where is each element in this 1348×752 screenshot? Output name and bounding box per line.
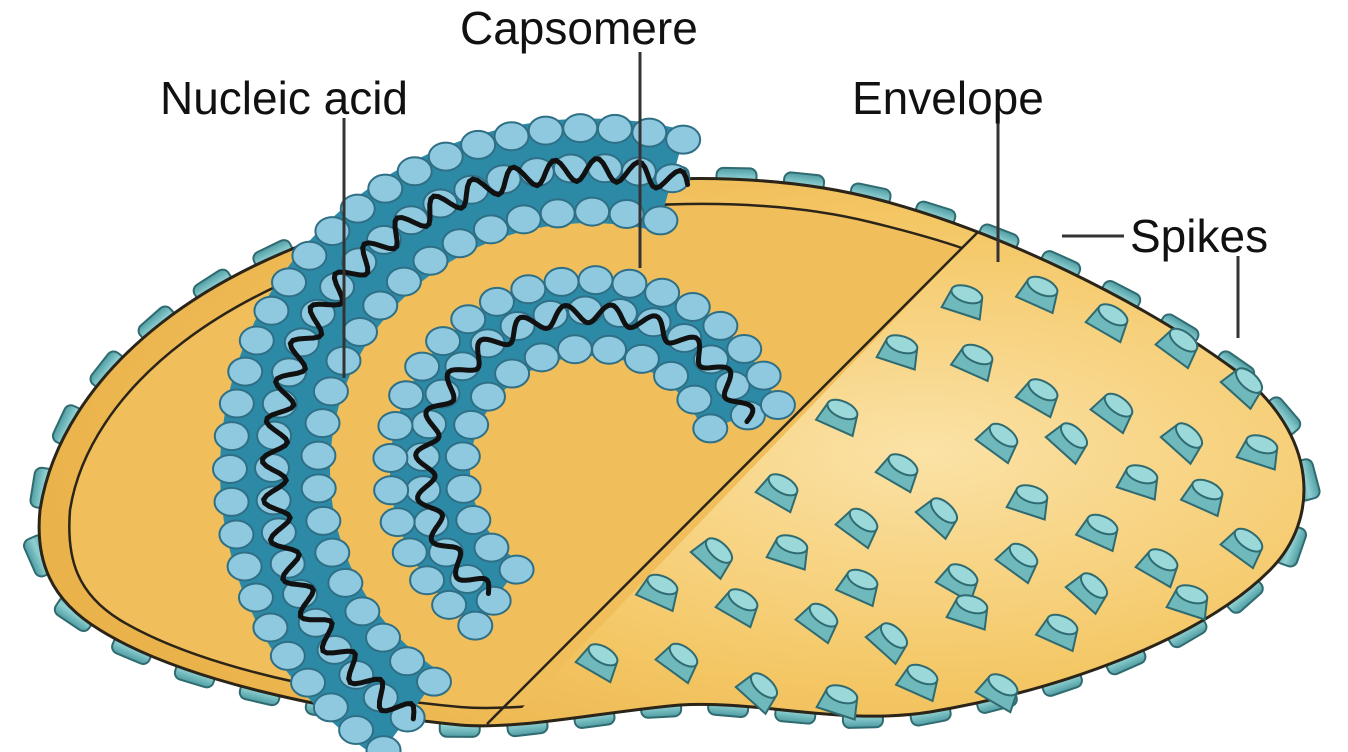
nucleic-acid-label: Nucleic acid xyxy=(160,72,408,124)
capsomere-icon xyxy=(666,126,700,154)
capsomere-icon xyxy=(253,613,287,641)
capsomere-icon xyxy=(563,114,597,142)
capsomere-icon xyxy=(429,143,463,171)
capsomere-icon xyxy=(343,318,377,346)
capsomere-icon xyxy=(363,291,397,319)
capsomere-icon xyxy=(645,279,679,307)
capsomere-icon xyxy=(254,297,288,325)
envelope-label: Envelope xyxy=(852,72,1044,124)
capsomere-icon xyxy=(592,336,626,364)
capsomere-icon xyxy=(529,117,563,145)
capsomere-icon xyxy=(306,409,340,437)
capsomere-icon xyxy=(480,288,514,316)
capsomere-icon xyxy=(220,390,254,418)
capsomere-icon xyxy=(495,122,529,150)
capsomere-icon xyxy=(373,444,407,472)
capsomere-icon xyxy=(405,353,439,381)
capsomere-icon xyxy=(291,669,325,697)
capsomere-icon xyxy=(643,206,677,234)
capsomere-icon xyxy=(366,624,400,652)
capsomere-icon xyxy=(306,507,340,535)
capsomere-icon xyxy=(432,591,466,619)
capsomere-icon xyxy=(458,612,492,640)
capsomere-icon xyxy=(410,566,444,594)
capsomere-icon xyxy=(413,247,447,275)
capsomere-icon xyxy=(341,195,375,223)
capsomere-icon xyxy=(654,362,688,390)
capsomere-icon xyxy=(454,411,488,439)
capsomere-icon xyxy=(447,475,481,503)
capsomere-icon xyxy=(461,131,495,159)
capsomere-icon xyxy=(219,520,253,548)
capsomere-icon xyxy=(443,229,477,257)
capsomere-icon xyxy=(632,119,666,147)
capsomere-icon xyxy=(339,716,373,744)
capsomere-icon xyxy=(398,157,432,185)
capsomere-icon xyxy=(292,242,326,270)
capsomere-icon xyxy=(378,412,412,440)
capsomere-icon xyxy=(677,386,711,414)
capsomere-icon xyxy=(575,198,609,226)
capsomere-icon xyxy=(558,335,592,363)
capsomere-icon xyxy=(345,597,379,625)
capsomere-icon xyxy=(239,584,273,612)
capsomere-icon xyxy=(703,312,737,340)
capsomere-icon xyxy=(213,455,247,483)
capsomere-icon xyxy=(471,383,505,411)
capsomere-icon xyxy=(314,693,348,721)
capsomere-icon xyxy=(302,474,336,502)
capsomere-icon xyxy=(477,587,511,615)
capsomere-icon xyxy=(747,362,781,390)
capsomere-icon xyxy=(541,199,575,227)
capsomere-icon xyxy=(381,508,415,536)
capsomere-icon xyxy=(446,442,480,470)
capsomere-icon xyxy=(445,352,479,380)
capsomere-icon xyxy=(495,360,529,388)
capsomere-icon xyxy=(676,293,710,321)
capsomere-icon xyxy=(727,335,761,363)
capsomere-icon xyxy=(525,343,559,371)
capsomere-icon xyxy=(761,391,795,419)
capsomere-icon xyxy=(389,381,423,409)
capsomere-icon xyxy=(301,442,335,470)
capsomere-icon xyxy=(374,476,408,504)
capsomere-icon xyxy=(228,358,262,386)
capsomere-icon xyxy=(545,268,579,296)
capsomere-icon xyxy=(228,552,262,580)
capsomere-icon xyxy=(474,534,508,562)
capsomere-label: Capsomere xyxy=(460,2,698,54)
capsomere-icon xyxy=(271,642,305,670)
capsomere-icon xyxy=(417,668,451,696)
capsomere-icon xyxy=(612,270,646,298)
capsomere-icon xyxy=(215,422,249,450)
capsomere-icon xyxy=(579,266,613,294)
capsomere-icon xyxy=(215,488,249,516)
capsomere-icon xyxy=(474,215,508,243)
capsomere-icon xyxy=(451,305,485,333)
capsomere-icon xyxy=(598,115,632,143)
capsomere-icon xyxy=(426,327,460,355)
capsomere-icon xyxy=(240,327,274,355)
capsomere-icon xyxy=(315,539,349,567)
capsomere-icon xyxy=(314,377,348,405)
capsomere-icon xyxy=(610,200,644,228)
capsomere-icon xyxy=(368,175,402,203)
capsomere-icon xyxy=(456,506,490,534)
capsomere-icon xyxy=(328,569,362,597)
capsomere-icon xyxy=(507,205,541,233)
capsomere-icon xyxy=(390,647,424,675)
capsomere-icon xyxy=(387,268,421,296)
capsomere-icon xyxy=(693,414,727,442)
capsomere-icon xyxy=(393,538,427,566)
spikes-label: Spikes xyxy=(1130,210,1268,262)
capsomere-icon xyxy=(272,268,306,296)
capsomere-icon xyxy=(500,556,534,584)
capsomere-icon xyxy=(511,275,545,303)
capsomere-icon xyxy=(625,345,659,373)
